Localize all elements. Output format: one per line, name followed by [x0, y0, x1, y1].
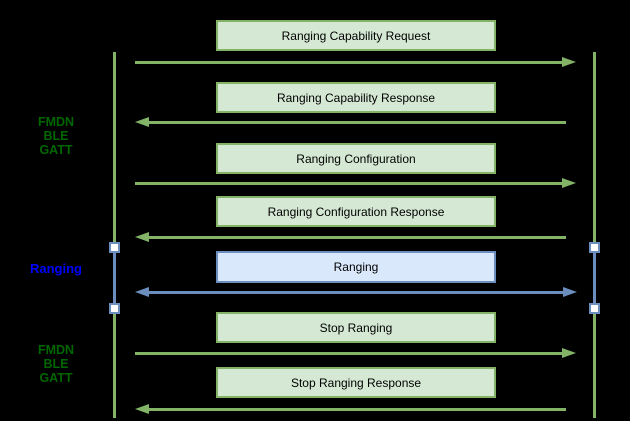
message-label: Ranging Configuration Response	[267, 204, 445, 219]
arrowhead-right-icon	[562, 57, 576, 67]
phase-label-line: Ranging	[30, 261, 82, 276]
message-box-ranging-configuration-response: Ranging Configuration Response	[216, 196, 496, 227]
message-arrow-right	[135, 178, 576, 188]
arrow-shaft	[147, 407, 566, 411]
arrow-shaft	[147, 120, 566, 124]
message-label: Stop Ranging Response	[290, 375, 422, 390]
phase-label-fmdn-ble-gatt-top: FMDN BLE GATT	[6, 115, 106, 157]
phase-label-line: BLE	[43, 129, 69, 143]
activation-endpoint-square	[109, 303, 120, 314]
message-arrow-right	[135, 57, 576, 67]
message-label: Ranging	[333, 260, 379, 274]
arrowhead-left-icon	[135, 404, 149, 414]
message-label: Stop Ranging	[319, 320, 393, 335]
phase-label-line: FMDN	[37, 343, 75, 357]
message-arrow-left	[135, 404, 566, 414]
message-label: Ranging Capability Response	[276, 90, 436, 105]
message-arrow-left	[135, 117, 566, 127]
arrowhead-left-icon	[135, 117, 149, 127]
message-box-stop-ranging-response: Stop Ranging Response	[216, 367, 496, 398]
arrow-shaft	[135, 351, 564, 355]
message-box-stop-ranging: Stop Ranging	[216, 312, 496, 343]
message-label: Ranging Capability Request	[281, 28, 431, 43]
message-arrow-bidirectional	[135, 287, 577, 297]
activation-endpoint-square	[589, 303, 600, 314]
activation-endpoint-square	[589, 242, 600, 253]
activation-endpoint-square	[109, 242, 120, 253]
ranging-activation-left	[113, 247, 116, 308]
lifeline-right	[593, 52, 596, 418]
message-box-ranging: Ranging	[216, 251, 496, 283]
arrow-shaft	[135, 60, 564, 64]
phase-label-line: GATT	[39, 143, 73, 157]
arrowhead-left-icon	[135, 232, 149, 242]
arrowhead-right-icon	[562, 178, 576, 188]
message-label: Ranging Configuration	[296, 151, 416, 166]
lifeline-left	[113, 52, 116, 418]
arrowhead-right-icon	[562, 348, 576, 358]
arrowhead-right-icon	[563, 287, 577, 297]
arrow-shaft	[147, 235, 566, 239]
message-arrow-right	[135, 348, 576, 358]
arrow-shaft	[135, 181, 564, 185]
message-box-ranging-capability-request: Ranging Capability Request	[216, 20, 496, 51]
arrow-shaft	[147, 290, 565, 294]
phase-label-ranging: Ranging	[6, 262, 106, 276]
message-box-ranging-capability-response: Ranging Capability Response	[216, 82, 496, 113]
ranging-activation-right	[593, 247, 596, 308]
phase-label-line: FMDN	[37, 115, 75, 129]
message-arrow-left	[135, 232, 566, 242]
phase-label-line: BLE	[43, 357, 69, 371]
arrowhead-left-icon	[135, 287, 149, 297]
phase-label-line: GATT	[39, 371, 73, 385]
phase-label-fmdn-ble-gatt-bottom: FMDN BLE GATT	[6, 343, 106, 385]
message-box-ranging-configuration: Ranging Configuration	[216, 143, 496, 174]
